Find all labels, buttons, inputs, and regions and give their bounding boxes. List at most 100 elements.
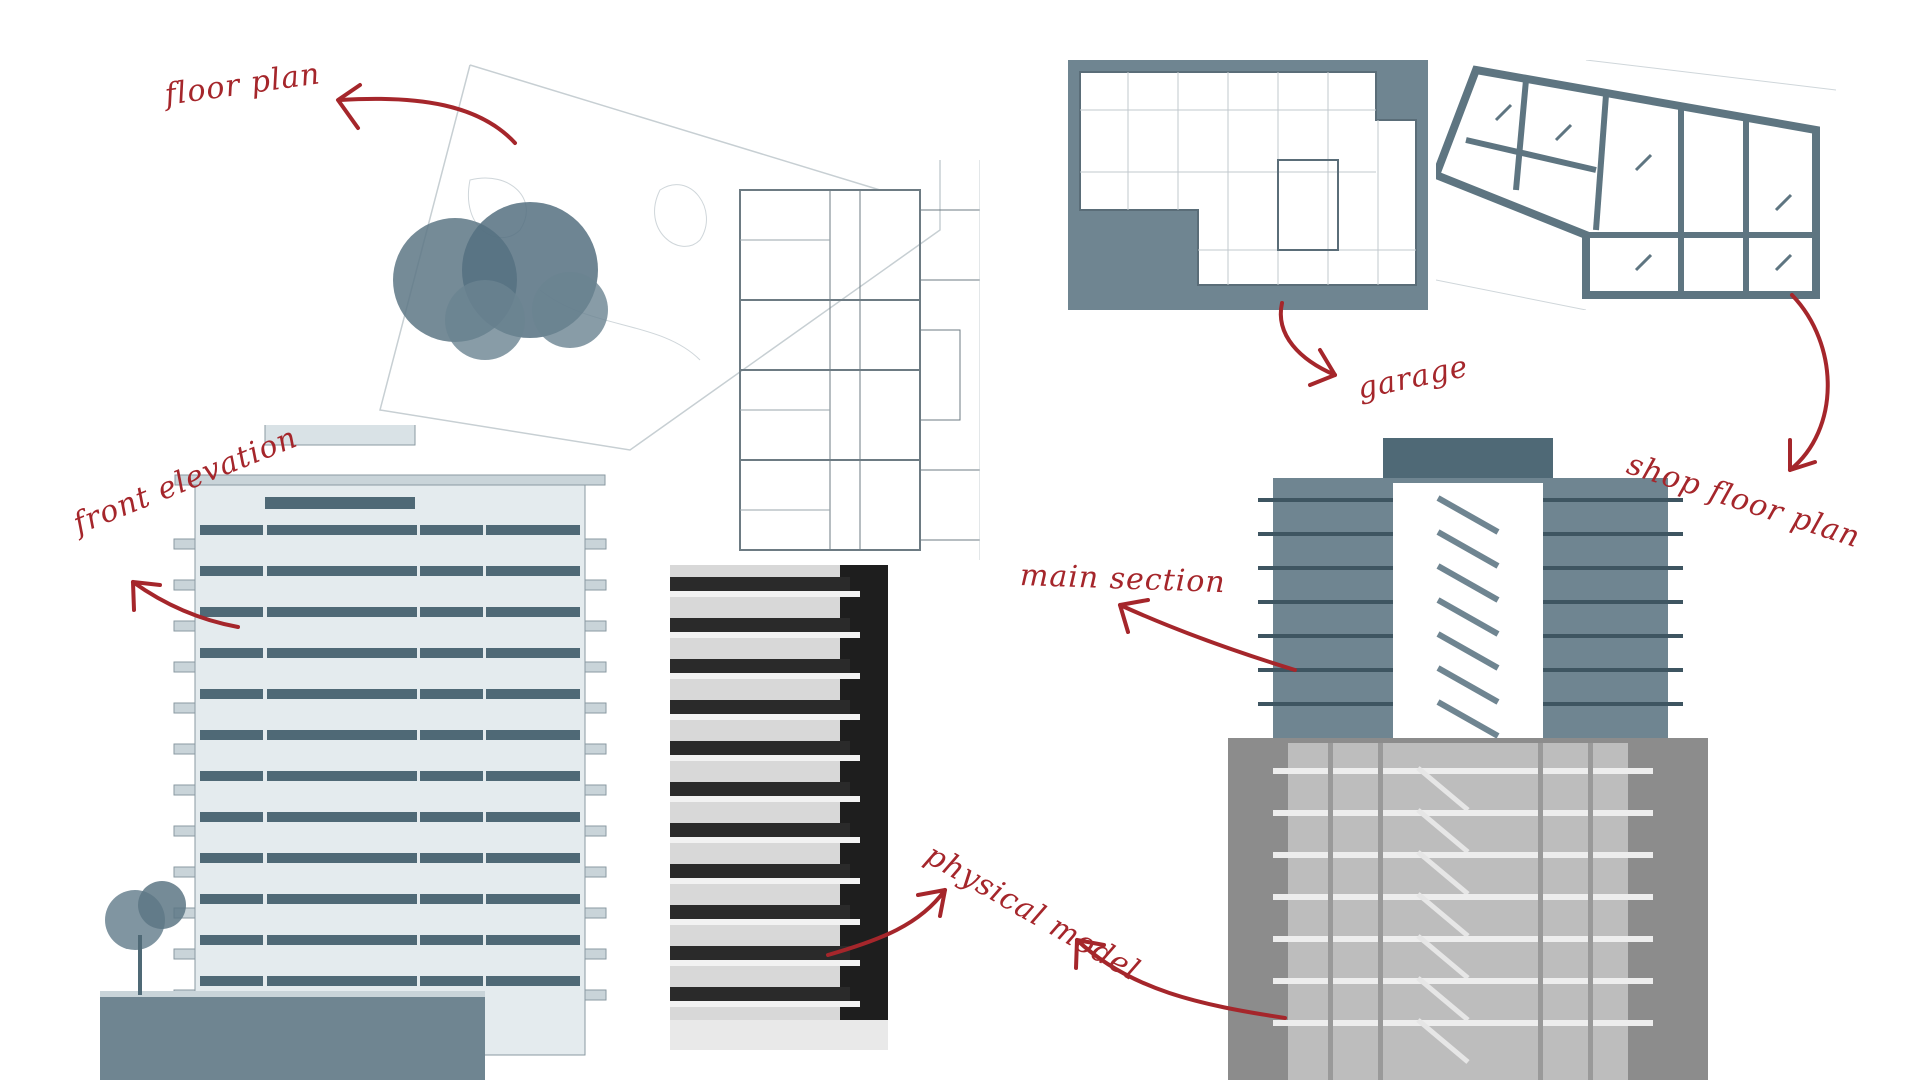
window-band — [420, 648, 483, 658]
model-column — [1588, 743, 1593, 1080]
window-band — [200, 648, 263, 658]
window-band — [267, 525, 417, 535]
balcony-right — [584, 661, 607, 673]
window-band — [200, 976, 263, 986]
window-band — [486, 566, 580, 576]
section-atrium — [1393, 483, 1543, 738]
model-slab — [670, 673, 860, 679]
window-band — [420, 812, 483, 822]
section-floor-slab — [1543, 532, 1683, 536]
window-band — [420, 566, 483, 576]
balcony-right — [584, 784, 607, 796]
section-floor-slab — [1543, 634, 1683, 638]
shop-floor-plan-drawing — [1436, 60, 1836, 310]
section-stair-flight — [1436, 665, 1500, 705]
balcony-left — [173, 866, 196, 878]
photo-base — [670, 1020, 888, 1050]
model-floor-slab — [1273, 768, 1653, 774]
window-band — [486, 689, 580, 699]
balcony-left — [173, 784, 196, 796]
section-floor-slab — [1258, 702, 1393, 706]
section-stair-flight — [1436, 597, 1500, 637]
balcony-right — [584, 907, 607, 919]
model-floor-slab — [1273, 852, 1653, 858]
arrow-shop-floor-plan — [1788, 293, 1830, 472]
model-slab — [670, 714, 860, 720]
tree-cluster-icon — [393, 202, 608, 360]
window-band — [267, 607, 417, 617]
balcony-right — [584, 989, 607, 1001]
window-band — [486, 812, 580, 822]
balcony-left — [173, 661, 196, 673]
section-floor-slab — [1258, 566, 1393, 570]
window-band — [200, 935, 263, 945]
balcony-left — [173, 538, 196, 550]
model-slab — [670, 1001, 860, 1007]
main-section-drawing — [1228, 438, 1708, 1080]
window-band — [267, 771, 417, 781]
model-slab — [670, 755, 860, 761]
window-band — [267, 566, 417, 576]
window-band — [486, 894, 580, 904]
window-band — [200, 771, 263, 781]
window-band — [267, 894, 417, 904]
balcony-right — [584, 825, 607, 837]
window-band — [420, 976, 483, 986]
window-band — [420, 730, 483, 740]
balcony-left — [173, 702, 196, 714]
building-plan — [739, 189, 980, 551]
window-band — [420, 853, 483, 863]
tree-icon — [105, 881, 186, 995]
window-band — [200, 566, 263, 576]
podium-slab — [100, 991, 485, 997]
balcony-left — [173, 743, 196, 755]
model-slab — [670, 837, 860, 843]
model-slab — [670, 591, 860, 597]
model-slab-gap — [670, 618, 850, 632]
section-floor-slab — [1258, 532, 1393, 536]
model-slab-gap — [670, 823, 850, 837]
model-slab-gap — [670, 577, 850, 591]
window-band — [486, 976, 580, 986]
window-band — [486, 607, 580, 617]
window-band — [267, 689, 417, 699]
section-floor-slab — [1543, 566, 1683, 570]
section-model-body — [1288, 743, 1628, 1080]
section-roof-frame — [1383, 438, 1553, 478]
window-band — [420, 935, 483, 945]
section-stair-flight — [1436, 495, 1500, 535]
label-garage: garage — [1354, 349, 1472, 407]
model-column — [1538, 743, 1543, 1080]
model-stair-flight — [1416, 850, 1470, 896]
model-slab-gap — [670, 741, 850, 755]
window-band — [267, 976, 417, 986]
window-band — [420, 689, 483, 699]
front-elevation-drawing — [100, 425, 640, 1080]
model-column — [1378, 743, 1383, 1080]
model-stair-flight — [1416, 976, 1470, 1022]
window-band — [200, 689, 263, 699]
model-stair-flight — [1416, 766, 1470, 812]
section-floor-slab — [1258, 498, 1393, 502]
section-floor-slab — [1543, 668, 1683, 672]
label-main-section: main section — [1019, 558, 1227, 601]
section-stair-flight — [1436, 563, 1500, 603]
model-slab-gap — [670, 659, 850, 673]
section-floor-slab — [1258, 600, 1393, 604]
roof-penthouse — [264, 425, 416, 446]
window-band — [267, 935, 417, 945]
window-band — [267, 853, 417, 863]
window-band — [200, 853, 263, 863]
model-stair-flight — [1416, 934, 1470, 980]
site-floor-plan-drawing — [360, 60, 980, 580]
window-band — [420, 894, 483, 904]
model-slab-gap — [670, 987, 850, 1001]
window-band — [486, 935, 580, 945]
garage-plan-drawing — [1068, 60, 1428, 310]
balcony-right — [584, 579, 607, 591]
section-floor-slab — [1258, 634, 1393, 638]
window-band — [486, 525, 580, 535]
model-slab — [670, 632, 860, 638]
balcony-right — [584, 948, 607, 960]
arrow-garage — [1278, 301, 1337, 377]
